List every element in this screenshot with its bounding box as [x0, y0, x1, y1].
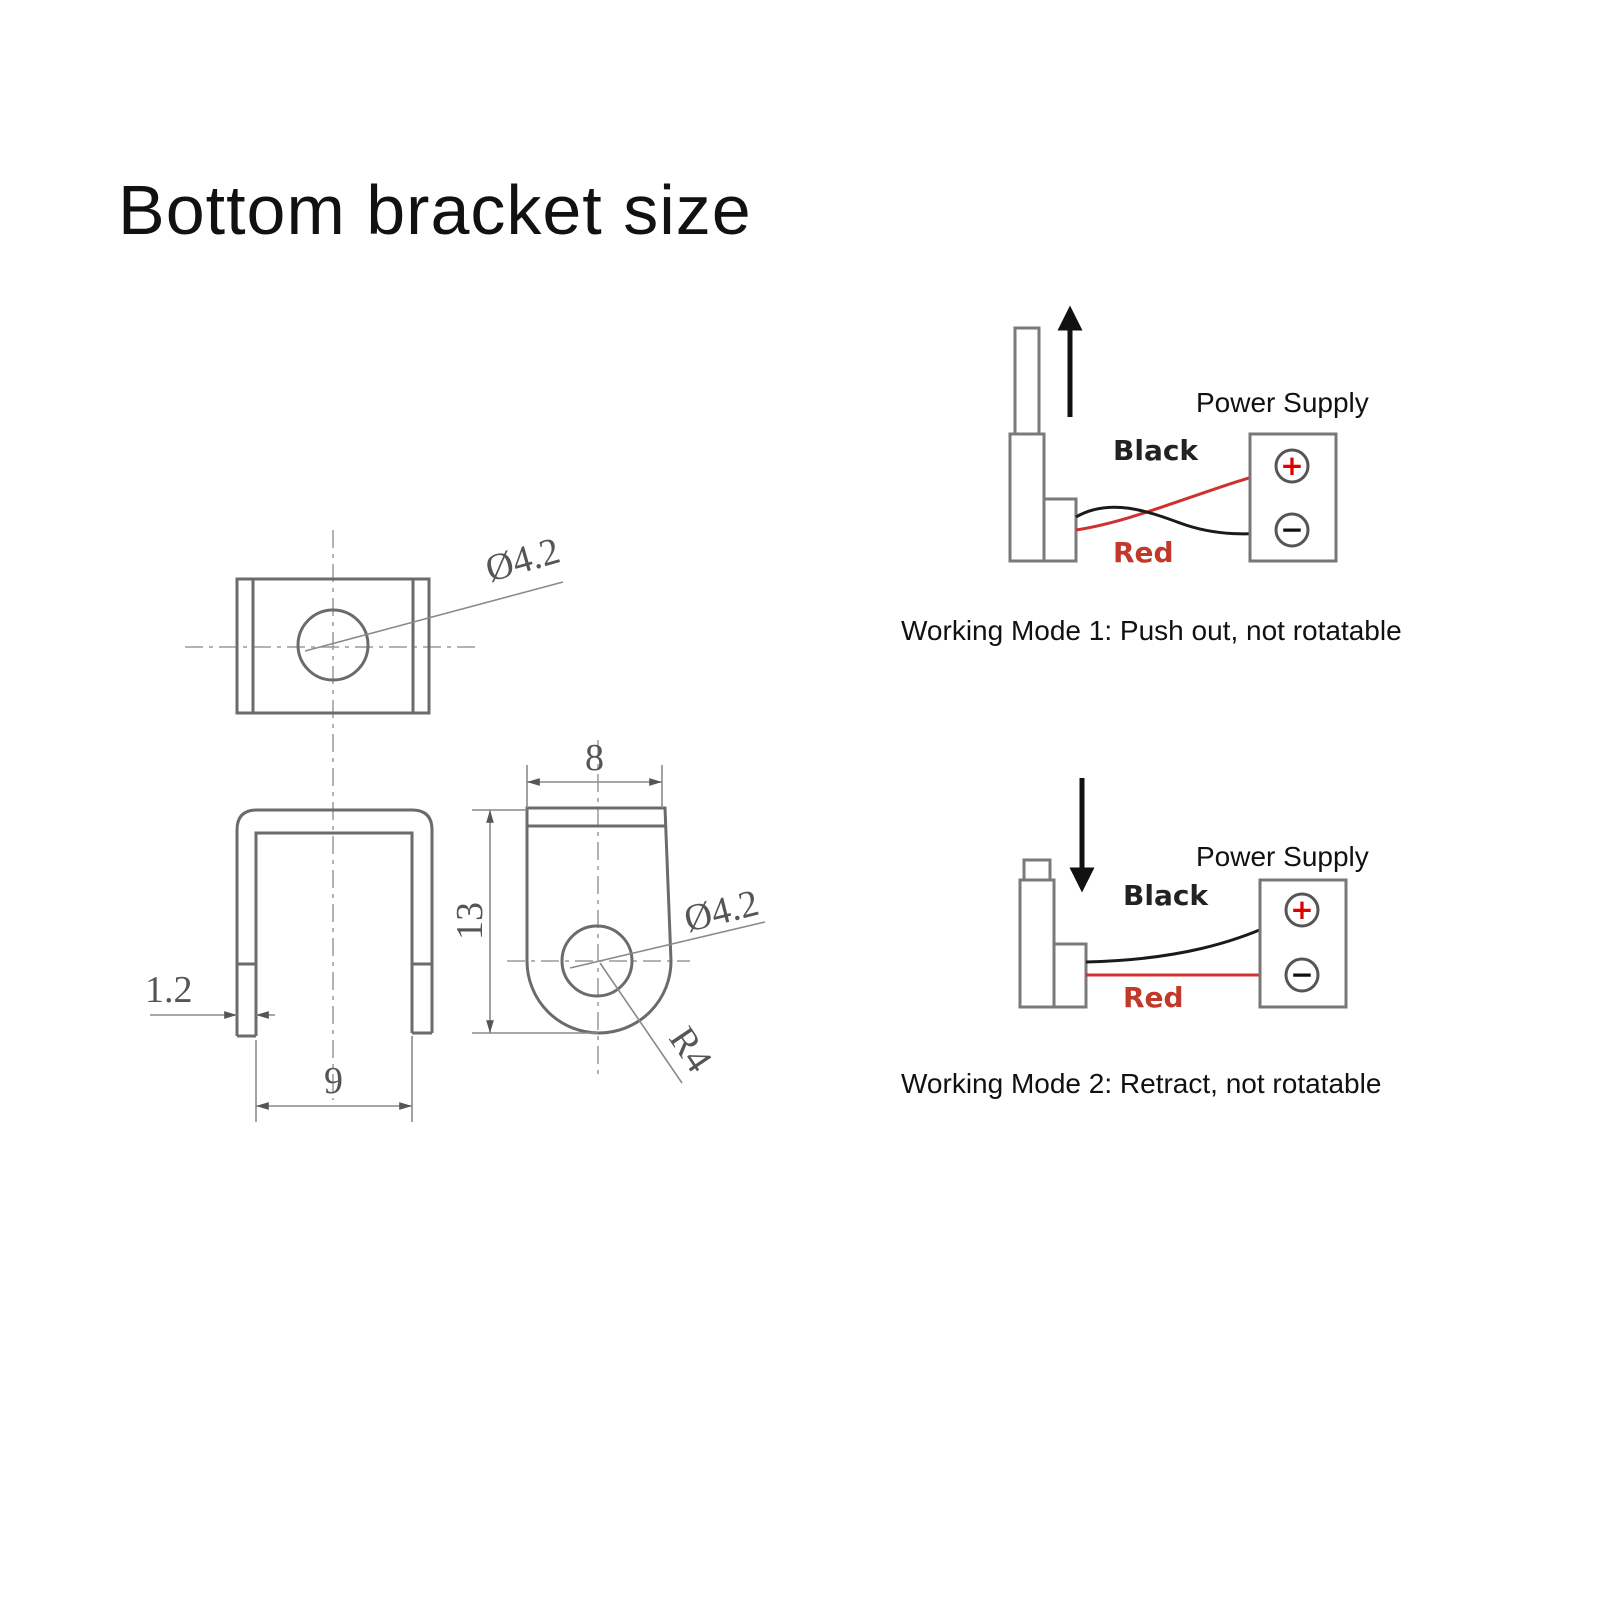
mode1-actuator-connector: [1042, 497, 1078, 563]
mode2-plus-symbol: +: [1290, 893, 1313, 926]
wiring-mode-2: Black Red Power Supply + −: [1018, 778, 1369, 1014]
thickness-dimension: 1.2: [145, 969, 193, 1011]
top-hole-leader: [304, 581, 564, 652]
mode2-minus-terminal: [1284, 957, 1320, 993]
side-view-outline: [525, 806, 673, 1035]
side-height-dimension: 13: [449, 902, 491, 940]
mode1-caption: Working Mode 1: Push out, not rotatable: [901, 615, 1402, 646]
bracket-front-view: 1.2 9: [145, 808, 434, 1122]
mode2-plus-terminal: [1284, 892, 1320, 928]
side-width-dimension: 8: [585, 737, 604, 779]
mode2-actuator-rod: [1022, 858, 1052, 882]
u-inner-profile: [254, 831, 414, 1036]
inner-width-dimension: 9: [324, 1060, 343, 1102]
side-view-hole: [560, 924, 634, 998]
side-hole-dimension: Ø4.2: [680, 882, 763, 941]
mode1-black-label: Black: [1113, 434, 1199, 467]
page-title: Bottom bracket size: [118, 171, 752, 249]
top-hole-dimension: Ø4.2: [481, 530, 565, 591]
top-view-hole: [296, 608, 370, 682]
u-outer-profile: [235, 808, 434, 1036]
bracket-side-view: 8 13 Ø4.2 R4: [449, 737, 766, 1084]
mode2-minus-symbol: −: [1290, 958, 1313, 991]
mode2-actuator-connector: [1052, 942, 1088, 1009]
mode1-plus-terminal: [1274, 448, 1310, 484]
mode2-caption: Working Mode 2: Retract, not rotatable: [901, 1068, 1382, 1099]
mode2-actuator-body: [1018, 878, 1056, 1009]
side-hole-leader: [569, 921, 766, 969]
top-view-outline: [235, 577, 431, 715]
mode1-power-supply-label: Power Supply: [1196, 387, 1369, 418]
mode1-actuator-rod: [1013, 326, 1041, 436]
mode2-power-supply-label: Power Supply: [1196, 841, 1369, 872]
radius-leader: [599, 962, 683, 1084]
mode1-minus-symbol: −: [1280, 513, 1303, 546]
mode1-minus-terminal: [1274, 512, 1310, 548]
mode2-black-label: Black: [1123, 879, 1209, 912]
mode1-red-label: Red: [1113, 536, 1174, 569]
mode1-actuator-body: [1008, 432, 1046, 563]
radius-dimension: R4: [661, 1020, 721, 1080]
wiring-mode-1: Black Red Power Supply + −: [1008, 305, 1369, 569]
mode2-red-label: Red: [1123, 981, 1184, 1014]
mode1-plus-symbol: +: [1280, 449, 1303, 482]
